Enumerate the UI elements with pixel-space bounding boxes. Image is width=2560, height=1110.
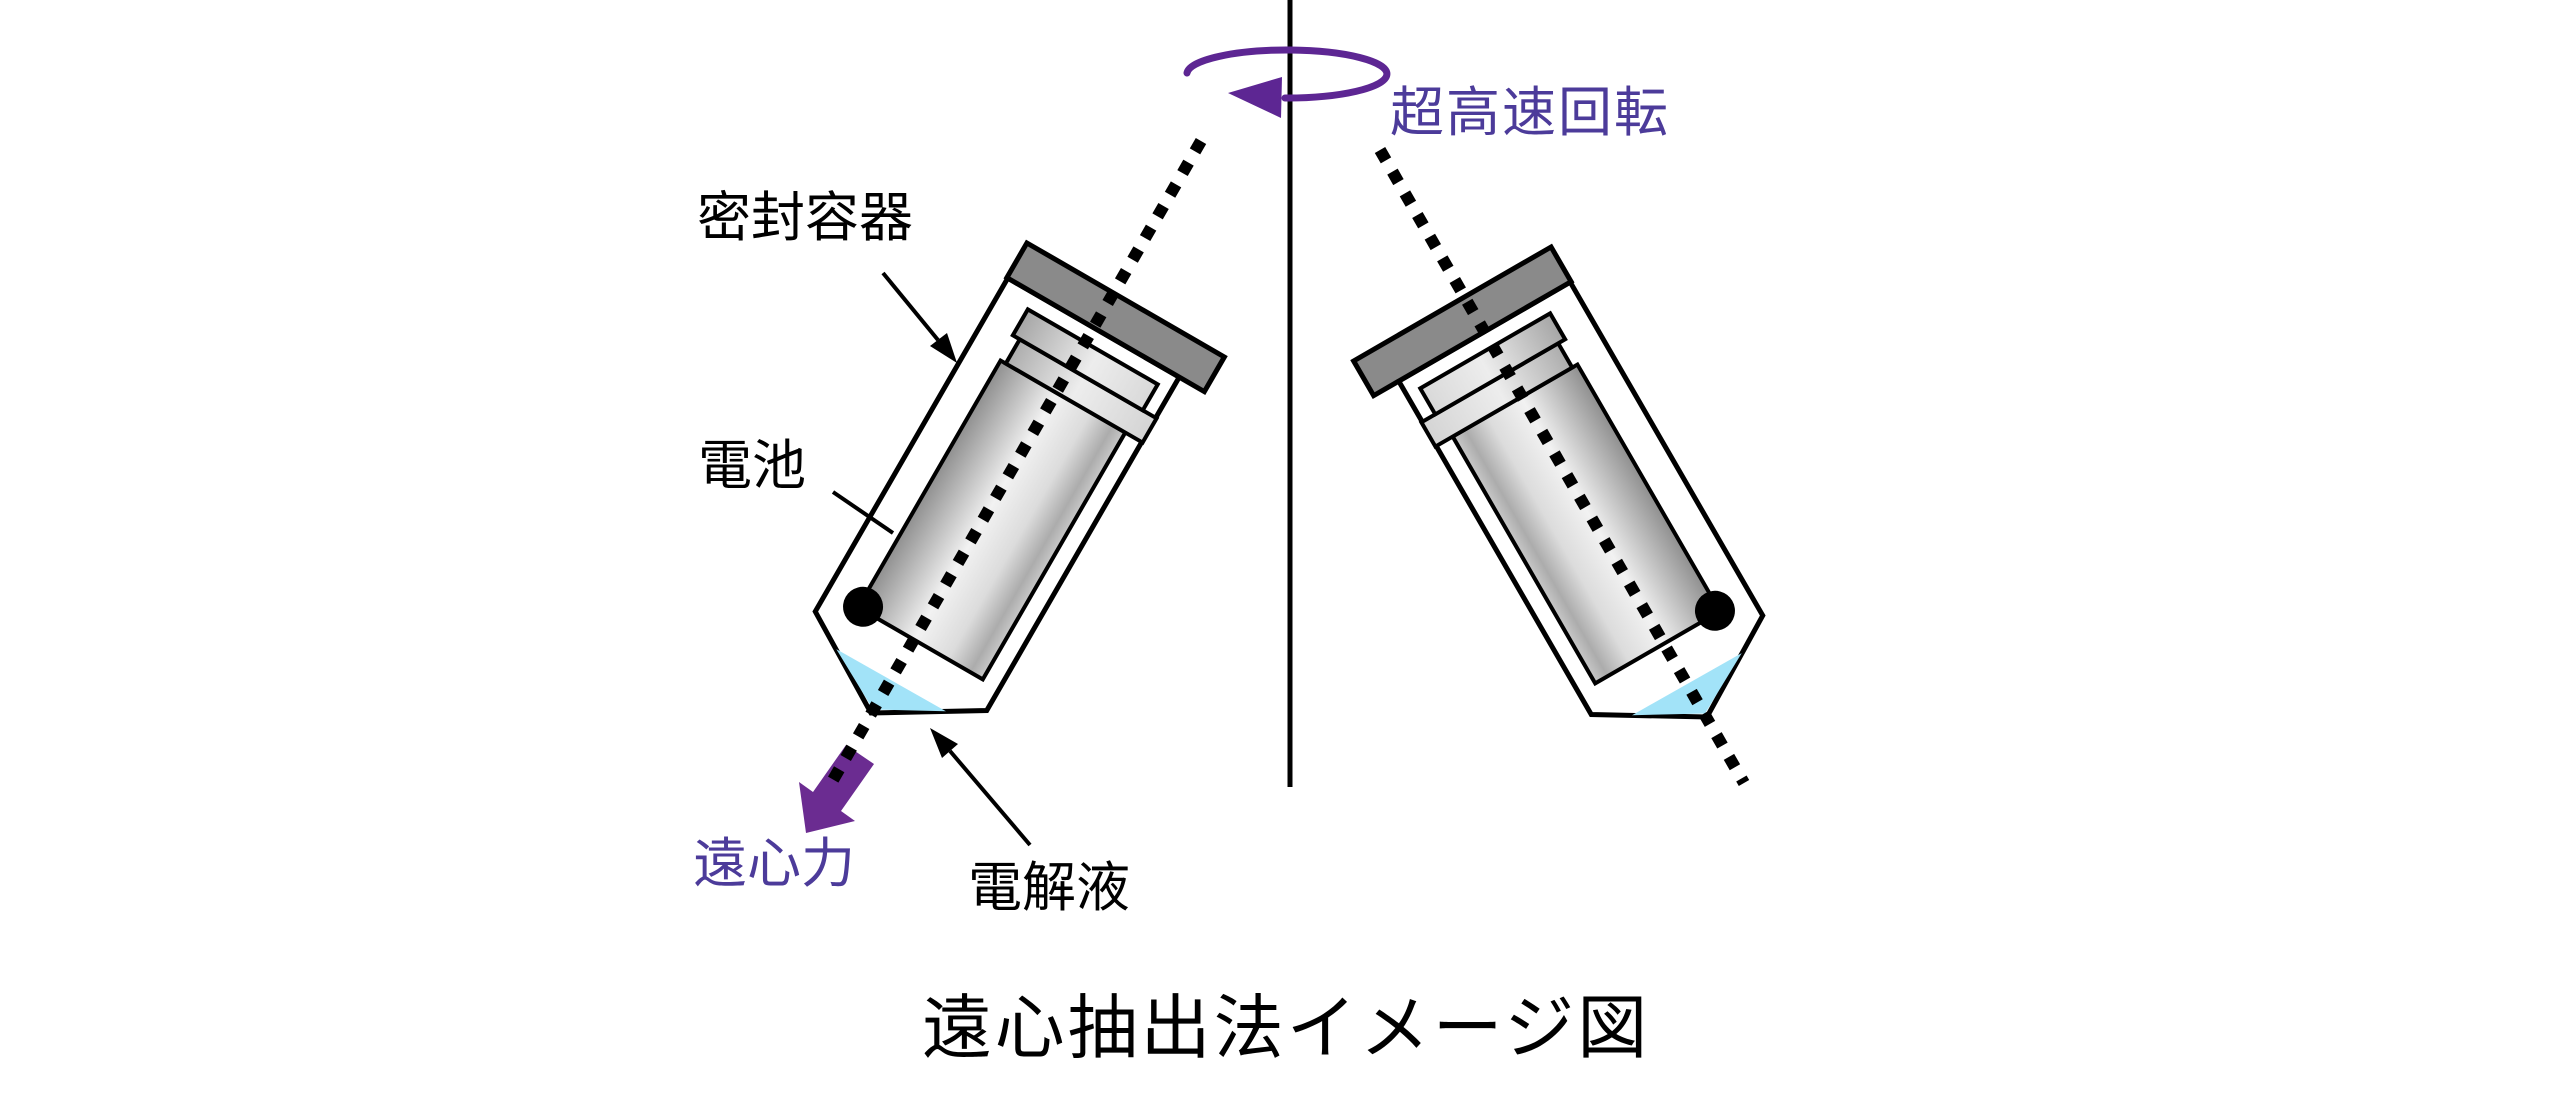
rotation-label: 超高速回転: [1390, 83, 1670, 143]
sealed-container-label: 密封容器: [697, 188, 913, 248]
rotation-arrowhead-icon: [1228, 77, 1282, 118]
battery-label: 電池: [698, 436, 806, 496]
sealed-container-arrowhead-icon: [930, 333, 957, 363]
rotation-ellipse-icon: [1183, 46, 1391, 102]
diagram-title: 遠心抽出法イメージ図: [922, 989, 1651, 1067]
centrifugal-force-arrow-icon: [799, 745, 874, 833]
sealed-container-leader-line: [881, 271, 940, 342]
electrolyte-leader-line: [948, 749, 1032, 847]
electrolyte-arrowhead-icon: [930, 728, 958, 758]
battery-leader-line: [831, 490, 895, 535]
electrolyte-label: 電解液: [968, 858, 1130, 918]
left-container: [784, 243, 1224, 777]
right-axis-dotted-line: [1374, 147, 1750, 786]
right-container: [1354, 247, 1794, 781]
centrifugal-force-label: 遠心力: [693, 834, 855, 894]
